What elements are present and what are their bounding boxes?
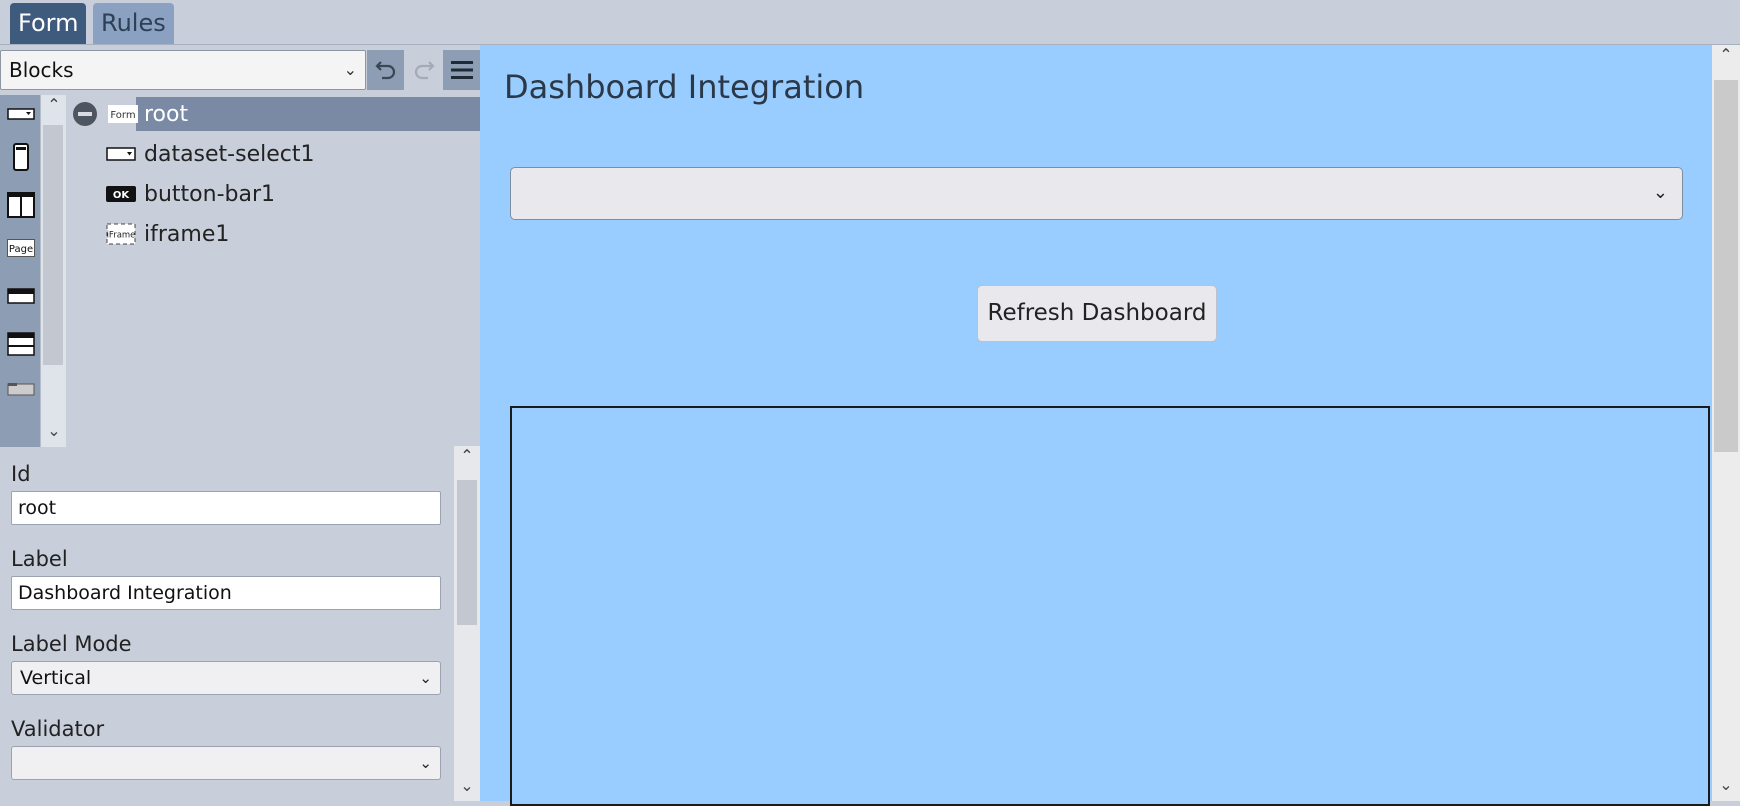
label-mode-value: Vertical (20, 667, 92, 689)
id-field[interactable]: root (11, 491, 441, 525)
label-label: Label (11, 547, 68, 571)
undo-button[interactable] (367, 50, 404, 90)
svg-text:Form: Form (110, 110, 135, 121)
form-type-icon: Form (108, 105, 138, 123)
menu-button[interactable] (443, 50, 480, 90)
page-block-icon[interactable]: Page (7, 237, 35, 259)
tree-row-button-bar1[interactable]: OK button-bar1 (106, 176, 275, 212)
blocks-select[interactable]: Blocks ⌄ (0, 50, 366, 90)
tab-rules[interactable]: Rules (93, 3, 174, 44)
tree-row-root[interactable]: Form root (72, 96, 188, 132)
id-label: Id (11, 462, 31, 486)
scroll-down-arrow-icon[interactable]: ⌄ (1719, 775, 1733, 794)
select-icon (106, 147, 136, 161)
label-mode-label: Label Mode (11, 632, 132, 656)
dataset-select[interactable]: ⌄ (510, 167, 1683, 220)
dashboard-iframe[interactable] (510, 406, 1710, 806)
tab-form[interactable]: Form (10, 3, 87, 44)
validator-select[interactable]: ⌄ (11, 746, 441, 780)
tree-row-label: dataset-select1 (144, 141, 315, 167)
tree-row-label: root (144, 101, 189, 127)
mobile-block-icon[interactable] (7, 142, 35, 172)
redo-button[interactable] (405, 50, 442, 90)
svg-text:OK: OK (113, 190, 131, 201)
svg-text:iFrame: iFrame (107, 231, 136, 241)
form-root-icon (73, 102, 97, 126)
properties-panel: Id root Label Dashboard Integration Labe… (0, 446, 480, 801)
blocks-select-value: Blocks (9, 58, 74, 82)
select-block-icon[interactable] (7, 105, 35, 123)
section-block-icon[interactable] (7, 330, 35, 358)
properties-scroll-thumb[interactable] (457, 480, 477, 625)
preview-scroll-thumb[interactable] (1714, 80, 1738, 452)
scroll-down-arrow-icon[interactable]: ⌄ (460, 776, 474, 795)
label-mode-select[interactable]: Vertical ⌄ (11, 661, 441, 695)
hamburger-menu-icon (450, 61, 473, 79)
tree-row-selected-highlight (136, 97, 480, 131)
palette-scroll-thumb[interactable] (43, 125, 63, 365)
redo-icon (414, 61, 435, 80)
scroll-up-arrow-icon[interactable]: ⌃ (460, 446, 474, 465)
top-tab-bar (0, 0, 1740, 45)
tree-row-label: button-bar1 (144, 181, 275, 207)
tree-row-iframe1[interactable]: iFrame iframe1 (106, 216, 229, 252)
refresh-dashboard-button[interactable]: Refresh Dashboard (977, 285, 1217, 342)
chevron-down-icon: ⌄ (343, 60, 357, 79)
undo-icon (374, 61, 395, 80)
block-palette: Page (0, 95, 40, 447)
chevron-down-icon: ⌄ (419, 754, 432, 772)
iframe-icon: iFrame (106, 223, 136, 245)
svg-text:Page: Page (9, 244, 33, 255)
tree-row-label: iframe1 (144, 221, 230, 247)
page-title: Dashboard Integration (504, 68, 865, 106)
label-field[interactable]: Dashboard Integration (11, 576, 441, 610)
scroll-down-arrow-icon[interactable]: ⌄ (47, 421, 61, 440)
columns-block-icon[interactable] (7, 190, 35, 220)
panel-block-icon[interactable] (7, 285, 35, 307)
ok-button-icon: OK (106, 186, 136, 202)
validator-label: Validator (11, 717, 105, 741)
scroll-up-arrow-icon[interactable]: ⌃ (1719, 45, 1733, 64)
chevron-down-icon: ⌄ (1652, 182, 1668, 203)
card-block-icon[interactable] (7, 380, 35, 398)
scroll-up-arrow-icon[interactable]: ⌃ (47, 95, 61, 114)
tree-row-dataset-select1[interactable]: dataset-select1 (106, 136, 314, 172)
chevron-down-icon: ⌄ (419, 669, 432, 687)
